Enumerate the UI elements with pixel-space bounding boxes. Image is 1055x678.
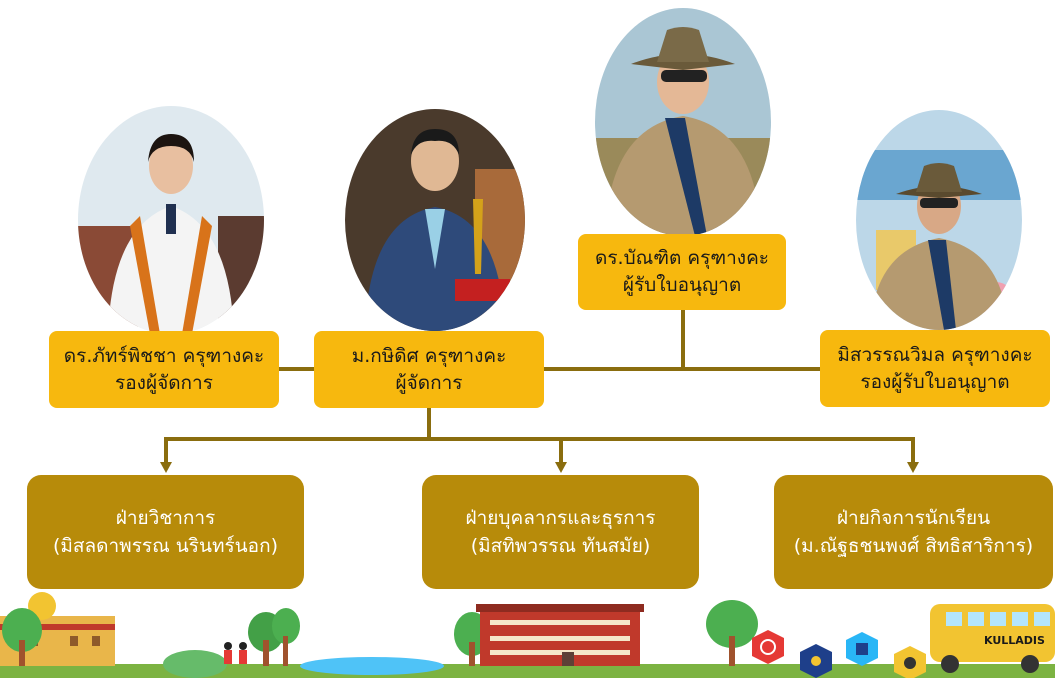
arrow-dept3 [907, 462, 919, 473]
arrow-dept1 [160, 462, 172, 473]
person-role: ผู้จัดการ [395, 371, 463, 394]
tree-icon [2, 608, 42, 666]
children-icon [224, 642, 247, 664]
person-name: ดร.บัณฑิต ครุฑางคะ [595, 247, 769, 269]
department-head: (มิสทิพวรรณ ทันสมัย) [470, 535, 651, 557]
connector-manager-down [427, 407, 431, 439]
connector-main-horizontal [278, 367, 821, 371]
person-role: รองผู้รับใบอนุญาต [860, 370, 1010, 393]
tree-icon [706, 600, 758, 666]
person-box-deputy-licensee: มิสวรรณวิมล ครุฑางคะ รองผู้รับใบอนุญาต [820, 330, 1050, 407]
bus-label: KULLADIS [984, 634, 1045, 647]
person-name: มิสวรรณวิมล ครุฑางคะ [837, 343, 1033, 366]
department-box-academic: ฝ่ายวิชาการ (มิสลดาพรรณ นรินทร์นอก) [27, 475, 304, 589]
person-role: รองผู้จัดการ [115, 371, 213, 394]
arrow-dept2 [555, 462, 567, 473]
globe-icon [752, 630, 784, 664]
department-box-personnel: ฝ่ายบุคลากรและธุรการ (มิสทิพวรรณ ทันสมัย… [422, 475, 699, 589]
portrait-deputy-manager [78, 106, 264, 334]
apps-icon [846, 632, 878, 666]
school-scene-illustration: KULLADIS [0, 592, 1055, 678]
connector-dept-horizontal [164, 437, 915, 441]
school-building-icon [476, 604, 644, 666]
chat-icon [894, 646, 926, 678]
portrait-licensee [595, 8, 771, 236]
school-bus-icon [930, 604, 1055, 673]
connector-dept1-drop [164, 437, 168, 463]
portrait-manager [345, 109, 525, 331]
connector-dept3-drop [911, 437, 915, 463]
department-name: ฝ่ายบุคลากรและธุรการ [465, 507, 656, 529]
connector-dept2-drop [559, 437, 563, 463]
person-box-licensee: ดร.บัณฑิต ครุฑางคะ ผู้รับใบอนุญาต [578, 234, 786, 310]
portrait-deputy-licensee [856, 110, 1022, 330]
pond-icon [300, 657, 444, 675]
department-box-student-affairs: ฝ่ายกิจการนักเรียน (ม.ณัฐธชนพงศ์ สิทธิสา… [774, 475, 1053, 589]
department-name: ฝ่ายวิชาการ [115, 507, 216, 529]
person-role: ผู้รับใบอนุญาต [622, 274, 742, 296]
bush-icon [163, 650, 227, 678]
settings-icon [800, 644, 832, 678]
person-box-manager: ม.กษิดิศ ครุฑางคะ ผู้จัดการ [314, 331, 544, 408]
person-name: ดร.ภัทร์พิชชา ครุฑางคะ [63, 344, 265, 367]
connector-founder-vertical [681, 309, 685, 369]
department-head: (ม.ณัฐธชนพงศ์ สิทธิสาริการ) [793, 535, 1034, 557]
tree-icon [248, 608, 300, 666]
person-name: ม.กษิดิศ ครุฑางคะ [351, 344, 507, 367]
department-name: ฝ่ายกิจการนักเรียน [836, 507, 991, 529]
department-head: (มิสลดาพรรณ นรินทร์นอก) [52, 535, 278, 557]
person-box-deputy-manager: ดร.ภัทร์พิชชา ครุฑางคะ รองผู้จัดการ [49, 331, 279, 408]
